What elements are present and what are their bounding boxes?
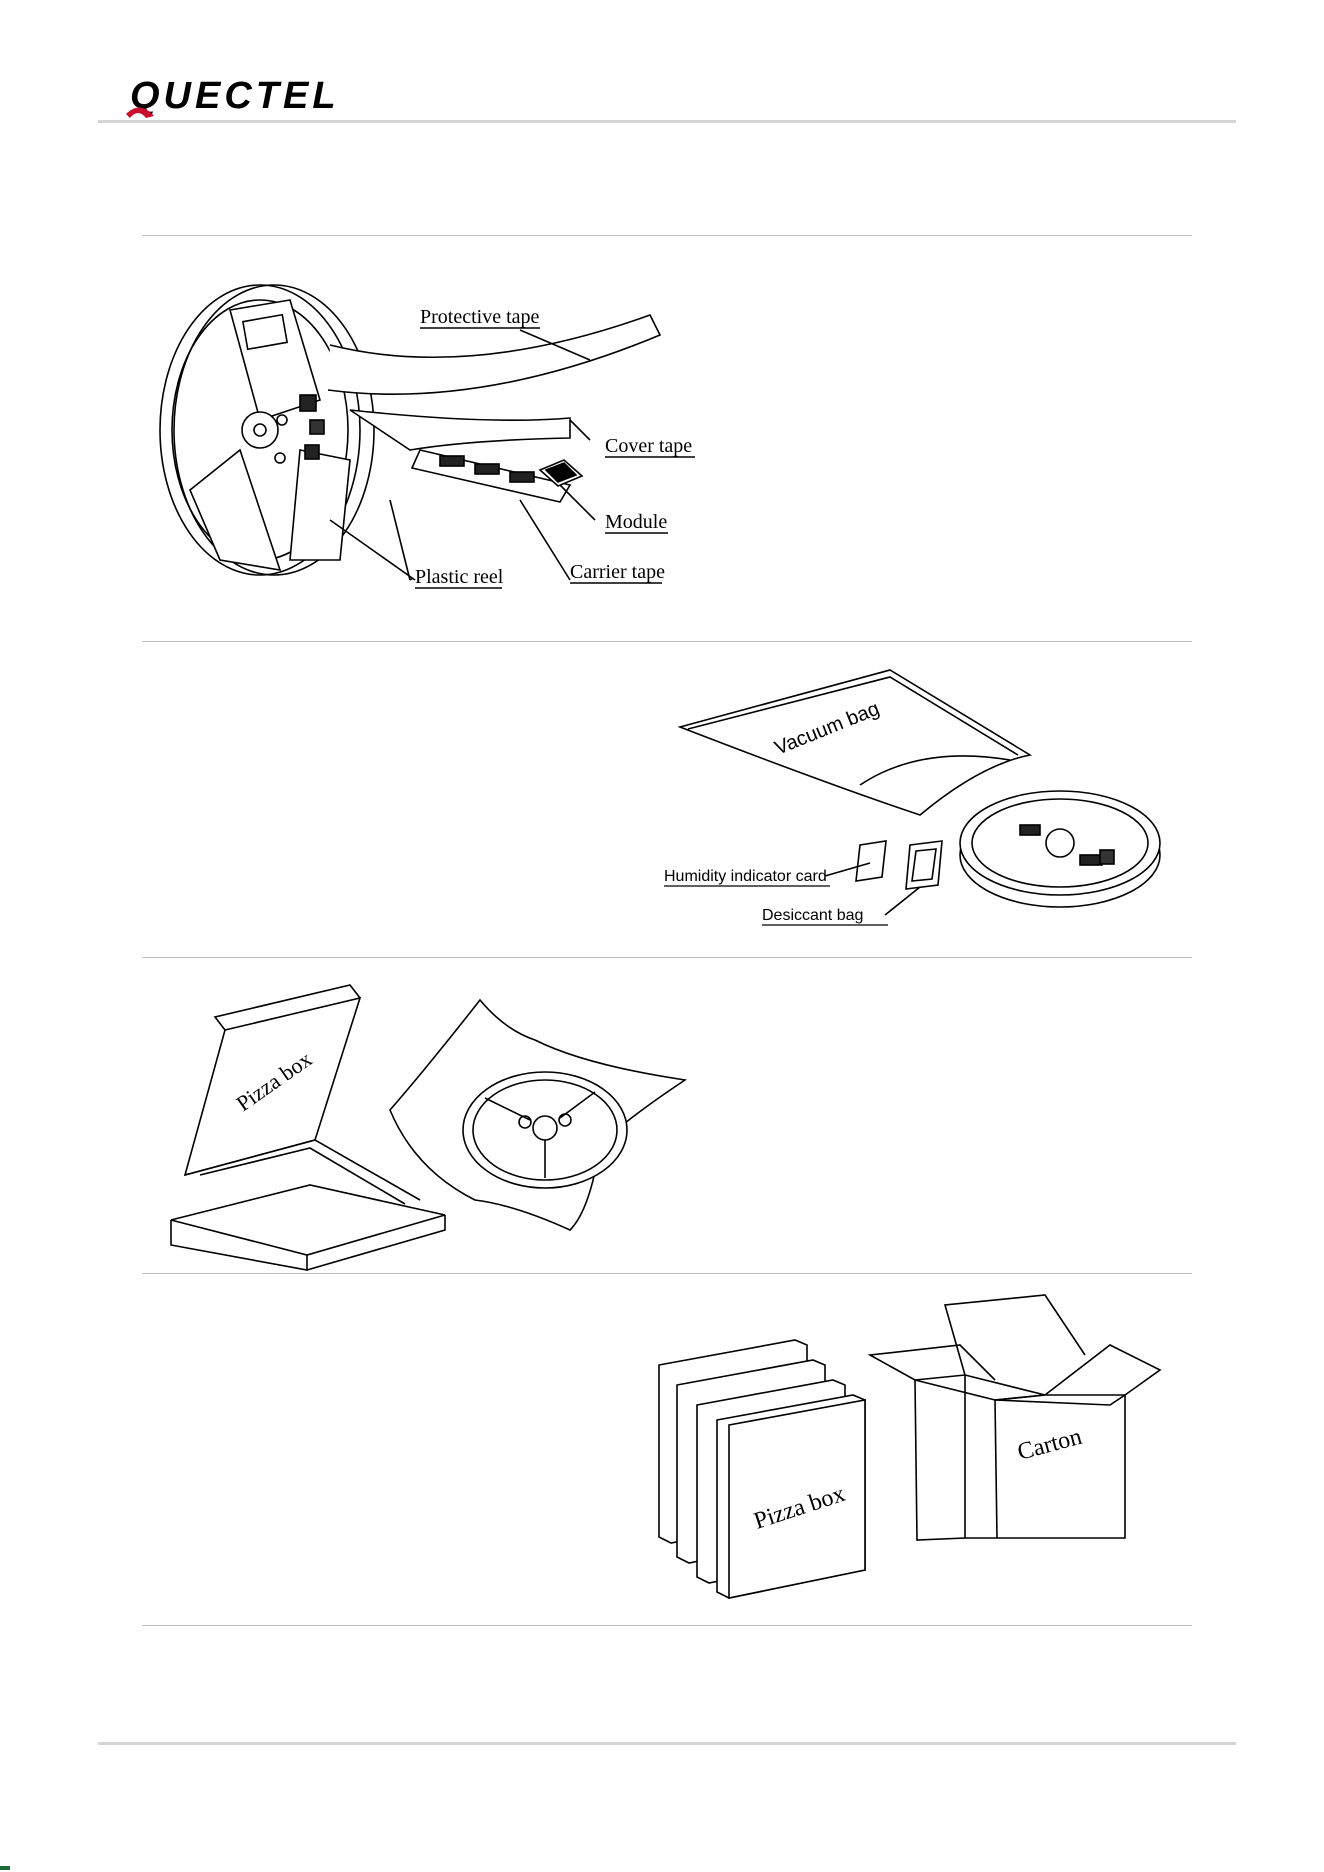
reel-assembly-figure: Protective tape Cover tape Module Plasti… [150, 280, 710, 610]
carton-label: Carton [1015, 1424, 1085, 1466]
humidity-card-label: Humidity indicator card [664, 868, 827, 885]
carton-packaging-figure: Pizza box Carton [655, 1285, 1185, 1585]
table-rule-3 [142, 1273, 1192, 1274]
module-label: Module [605, 511, 667, 533]
desiccant-bag-label: Desiccant bag [762, 907, 863, 924]
vacuum-bag-label: Vacuum bag [772, 698, 883, 760]
corner-mark [0, 1866, 10, 1870]
header-divider [98, 120, 1236, 123]
protective-tape-label: Protective tape [420, 306, 540, 328]
pizza-box-label-stacked: Pizza box [751, 1481, 848, 1535]
table-rule-1 [142, 641, 1192, 642]
logo-text: QUECTEL [130, 75, 340, 117]
pizza-box-label-open: Pizza box [232, 1046, 317, 1116]
pizza-box-packaging-figure: Pizza box [165, 970, 705, 1270]
table-rule-top [142, 235, 1192, 236]
vacuum-packaging-figure: Vacuum bag Humidity indicator card Desic… [660, 665, 1180, 935]
cover-tape-label: Cover tape [605, 435, 692, 457]
footer-divider [98, 1742, 1236, 1745]
table-rule-bottom [142, 1625, 1192, 1626]
table-rule-2 [142, 957, 1192, 958]
plastic-reel-label: Plastic reel [415, 566, 504, 588]
page-header: QUECTEL [0, 0, 1324, 125]
carrier-tape-label: Carrier tape [570, 561, 665, 583]
quectel-logo: QUECTEL [120, 70, 390, 120]
